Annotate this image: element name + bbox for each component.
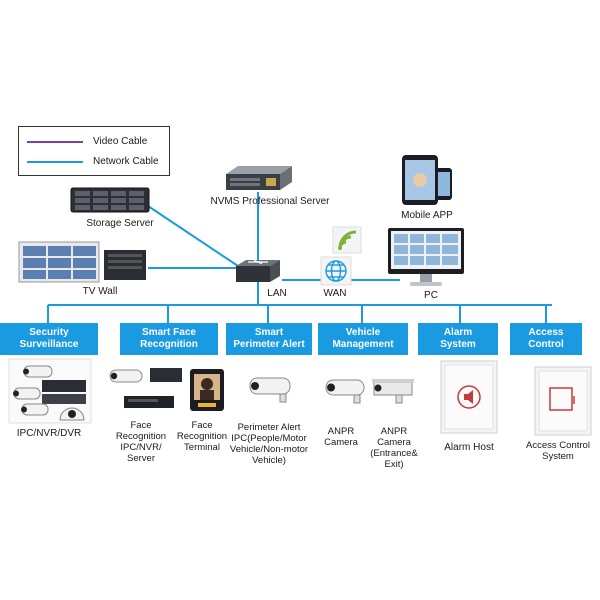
perimeter-label: Perimeter Alert IPC(People/Motor Vehicle… [229, 422, 309, 466]
ipc-nvr-dvr-label: IPC/NVR/DVR [16, 428, 82, 439]
speaker-icon [457, 385, 481, 409]
legend-video-label: Video Cable [93, 136, 148, 147]
lan-label: LAN [267, 288, 287, 299]
wifi-signal-icon [332, 226, 362, 254]
legend: Video Cable Network Cable [18, 126, 170, 176]
legend-video: Video Cable [27, 135, 163, 149]
access-control-label: Access Control System [526, 440, 590, 462]
globe-icon [320, 256, 352, 286]
perimeter-camera-icon [249, 377, 291, 403]
legend-video-swatch [27, 141, 83, 143]
keycard-icon [549, 387, 573, 411]
face-ipc-nvr-server-label: Face Recognition IPC/NVR/ Server [115, 420, 167, 464]
legend-network: Network Cable [27, 155, 163, 169]
alarm-host-label: Alarm Host [444, 442, 494, 453]
wan-label: WAN [323, 288, 347, 299]
line-storage-lan [147, 205, 239, 267]
anpr-camera-label: ANPR Camera [324, 426, 358, 448]
anpr-entrance-camera-icon [372, 379, 414, 404]
nvms-server-icon [226, 166, 292, 190]
legend-network-label: Network Cable [93, 156, 159, 167]
category-alarm-system: Alarm System [418, 323, 498, 355]
pc-label: PC [424, 290, 438, 301]
lan-switch-icon [236, 259, 280, 282]
tv-wall-label: TV Wall [82, 286, 118, 297]
mobile-app-label: Mobile APP [401, 210, 453, 221]
alarm-host-icon [440, 360, 498, 434]
anpr-camera-icon [325, 379, 365, 404]
access-control-icon [534, 366, 592, 436]
face-ipc-nvr-server-icon [109, 368, 182, 408]
face-terminal-label: Face Recognition Terminal [176, 420, 228, 453]
storage-server-label: Storage Server [86, 218, 154, 229]
face-terminal-icon [190, 369, 224, 411]
mobile-app-icon [402, 155, 452, 205]
category-smart-perimeter-alert: Smart Perimeter Alert [226, 323, 312, 355]
nvms-server-label: NVMS Professional Server [210, 196, 330, 207]
legend-network-swatch [27, 161, 83, 163]
category-smart-face-recognition: Smart Face Recognition [120, 323, 218, 355]
ipc-nvr-dvr-icon [8, 358, 92, 424]
category-vehicle-management: Vehicle Management [318, 323, 408, 355]
tv-wall-icon [18, 241, 146, 283]
category-security-surveillance: Security Surveillance [0, 323, 98, 355]
storage-server-icon [70, 187, 150, 213]
category-access-control: Access Control [510, 323, 582, 355]
pc-monitor-icon [388, 228, 464, 286]
anpr-entrance-label: ANPR Camera (Entrance& Exit) [370, 426, 418, 470]
